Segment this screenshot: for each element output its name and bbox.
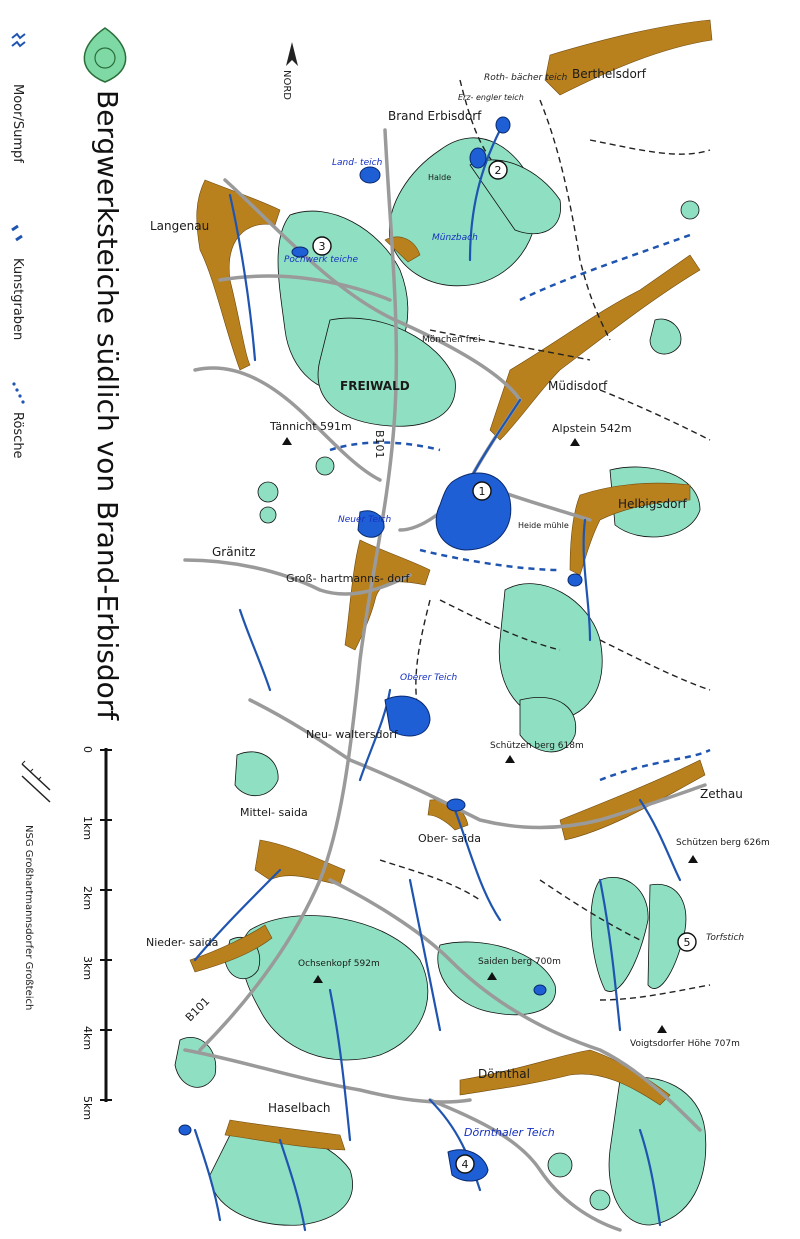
label-saidenberg: Saiden berg 700m <box>478 957 561 967</box>
label-landteich: Land- teich <box>332 158 383 168</box>
legend-kunstgraben-label: Kunstgraben <box>10 258 25 340</box>
label-rothbaecherteich: Roth- bächer teich <box>484 73 568 83</box>
label-road-b101-north: B101 <box>373 430 386 459</box>
site-marker-number: 2 <box>495 164 502 177</box>
legend-panel: Bergwerksteiche südlich von Brand-Erbisd… <box>10 27 298 1120</box>
label-road-b101-south: B101 <box>183 995 212 1024</box>
site-marker-circle <box>455 1154 475 1174</box>
site-marker-circle <box>312 236 332 256</box>
map-title: Bergwerksteiche südlich von Brand-Erbisd… <box>91 90 124 721</box>
scale-tick-label: 0 <box>81 746 94 753</box>
scale-tick-label: 5km <box>81 1096 94 1120</box>
label-muenzbach: Münzbach <box>432 233 478 243</box>
label-ochsenkopf: Ochsenkopf 592m <box>298 959 380 969</box>
label-muedisdorf: Müdisdorf <box>548 379 608 393</box>
site-marker-circle <box>488 160 508 180</box>
logo-leaf-icon <box>83 27 127 83</box>
site-marker-number: 5 <box>684 936 691 949</box>
label-schuetzenberg-626: Schützen berg 626m <box>676 838 770 848</box>
label-mittelsaida: Mittel- saida <box>240 806 308 819</box>
scale-bar: 0 1km 2km 3km 4km 5km <box>81 746 112 1120</box>
nsg-symbol-icon <box>21 760 51 803</box>
label-langenau: Langenau <box>150 219 209 233</box>
scale-tick-label: 2km <box>81 886 94 910</box>
roesche-symbol-icon <box>12 382 25 404</box>
footpaths <box>379 79 711 1001</box>
ponds <box>178 116 583 1182</box>
site-marker-number: 1 <box>479 485 486 498</box>
legend-roesche-label: Rösche <box>10 412 25 459</box>
label-zethau: Zethau <box>700 787 743 801</box>
label-neuwaltersdorf: Neu- waltersdorf <box>306 728 399 741</box>
peak-markers <box>282 437 698 1033</box>
site-markers: 1 2 3 4 5 <box>312 160 697 1174</box>
label-tannicht: Tännicht 591m <box>269 420 352 433</box>
label-niedersaida: Nieder- saida <box>146 936 218 949</box>
streams <box>193 128 682 1232</box>
water-labels: Roth- bächer teich Erz- engler teich Lan… <box>284 73 744 1139</box>
peak-labels: Tännicht 591m Alpstein 542m Schützen ber… <box>269 420 770 1049</box>
kunstgraben-dashed <box>329 233 711 782</box>
site-marker-number: 3 <box>319 240 326 253</box>
road-network <box>183 128 707 1232</box>
scale-tick-label: 4km <box>81 1026 94 1050</box>
label-helbigsdorf: Helbigsdorf <box>618 497 687 511</box>
map-body: 1 2 3 4 5 <box>174 19 713 1232</box>
label-granitz: Gränitz <box>212 545 256 559</box>
legend-moor-label: Moor/Sumpf <box>10 84 25 163</box>
north-arrow-icon <box>286 42 298 66</box>
label-grosshartmannsdorf: Groß- hartmanns- dorf <box>286 572 411 585</box>
site-marker-number: 4 <box>462 1158 469 1171</box>
label-torfstich: Torfstich <box>706 933 744 943</box>
scale-tick-label: 3km <box>81 956 94 980</box>
label-moenchenfrei: Mönchen frei <box>422 335 480 345</box>
label-brand-erbisdorf: Brand Erbisdorf <box>388 109 482 123</box>
label-halde: Halde <box>428 173 451 182</box>
label-pochwerkteiche: Pochwerk teiche <box>284 255 358 265</box>
label-obererteich: Oberer Teich <box>400 673 458 683</box>
compass-label: NORD <box>281 70 292 100</box>
label-schuetzenberg-618: Schützen berg 618m <box>490 741 584 751</box>
grossteich-pond <box>435 472 512 551</box>
site-marker-circle <box>677 932 697 952</box>
label-neuerteich: Neuer Teich <box>338 515 391 525</box>
legend-nsg-label: NSG Großhartmannsdorfer Großteich <box>23 825 34 1010</box>
label-obersaida: Ober- saida <box>418 832 481 845</box>
label-erzenglerteich: Erz- engler teich <box>458 93 524 102</box>
label-berthelsdorf: Berthelsdorf <box>572 67 647 81</box>
label-freiwald: FREIWALD <box>340 379 410 393</box>
moor-symbol-icon <box>11 32 26 48</box>
label-heidemuehle: Heide mühle <box>518 521 569 530</box>
kunstgraben-symbol-icon <box>11 224 23 242</box>
label-doernthal: Dörnthal <box>478 1067 530 1081</box>
label-voigtsdorfer-hoehe: Voigtsdorfer Höhe 707m <box>630 1039 740 1049</box>
label-alpstein: Alpstein 542m <box>552 422 632 435</box>
scale-tick-label: 1km <box>81 816 94 840</box>
label-doernthalerteich: Dörnthaler Teich <box>464 1126 555 1139</box>
label-haselbach: Haselbach <box>268 1101 331 1115</box>
site-marker-circle <box>472 481 492 501</box>
